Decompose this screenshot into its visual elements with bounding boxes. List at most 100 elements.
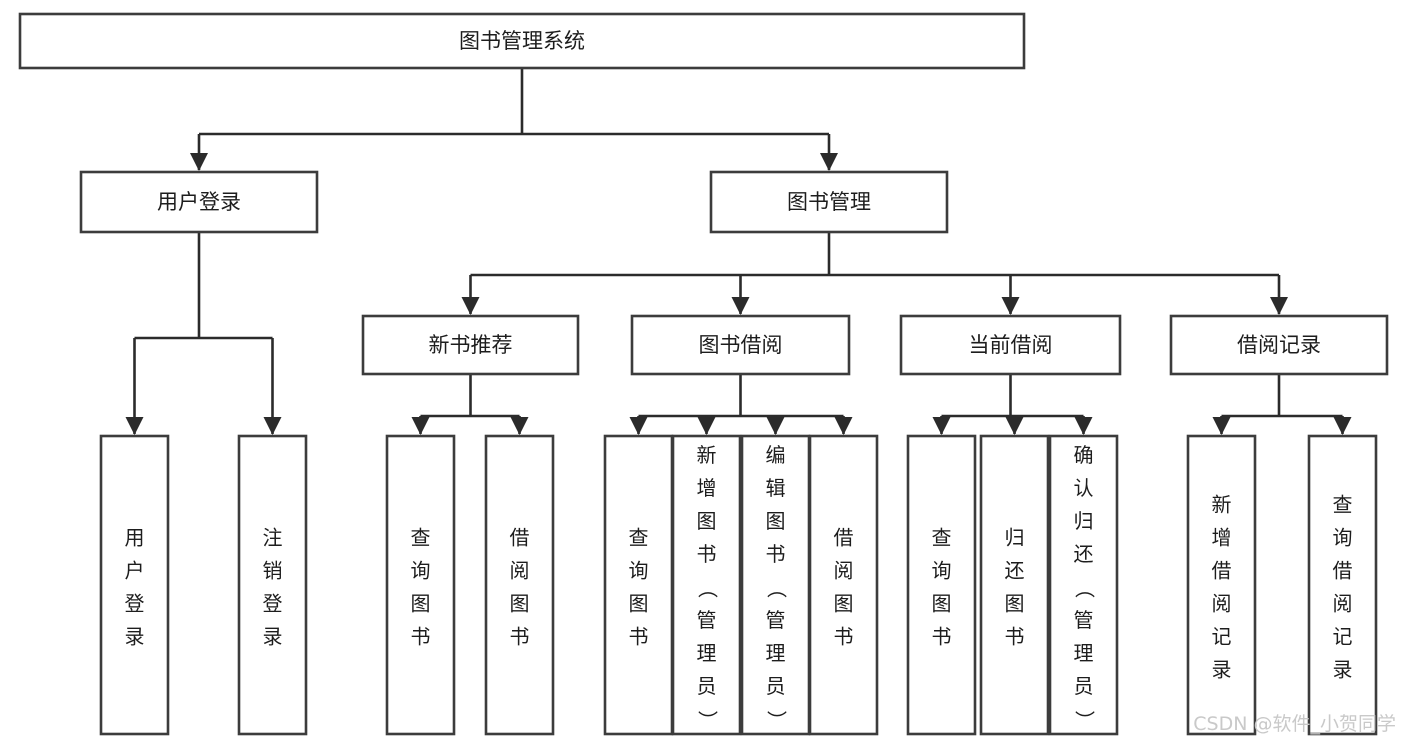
node-label-char: （ bbox=[765, 578, 789, 598]
node-label-char: 借 bbox=[834, 526, 854, 550]
node-label-char: 归 bbox=[1005, 526, 1025, 550]
node-label-char: ） bbox=[696, 710, 720, 730]
node-box-leaf-query-record bbox=[1307, 434, 1378, 736]
node-label-char: 录 bbox=[125, 625, 145, 649]
node-label-char: 理 bbox=[1074, 641, 1094, 665]
node-label-char: 还 bbox=[1005, 559, 1025, 583]
arrow-head-icon bbox=[932, 417, 951, 435]
node-label-char: 新 bbox=[697, 443, 717, 467]
node-label-char: 查 bbox=[932, 526, 952, 550]
node-label-char: 登 bbox=[125, 592, 145, 616]
arrow-head-icon bbox=[190, 153, 208, 171]
node-label-char: 书 bbox=[766, 542, 786, 566]
node-box-leaf-confirm-return bbox=[1048, 434, 1119, 736]
node-label-char: 书 bbox=[510, 625, 530, 649]
arrow-head-icon bbox=[766, 417, 785, 435]
node-label-char: 确 bbox=[1074, 443, 1094, 467]
node-label-current-borrow: 当前借阅 bbox=[969, 333, 1053, 357]
node-label-char: 增 bbox=[697, 476, 717, 500]
node-label-char: 阅 bbox=[1333, 592, 1353, 616]
node-label-char: 员 bbox=[766, 674, 786, 698]
node-box-leaf-return-book bbox=[979, 434, 1050, 736]
arrow-head-icon bbox=[1001, 297, 1020, 315]
arrow-head-icon bbox=[411, 417, 430, 435]
node-label-char: 还 bbox=[1074, 542, 1094, 566]
node-undefined[interactable]: 图书管理系统 bbox=[18, 12, 1026, 70]
node-label-char: 借 bbox=[1212, 559, 1232, 583]
node-label-char: 登 bbox=[263, 592, 283, 616]
node-label-char: 图 bbox=[629, 592, 649, 616]
node-label-char: 询 bbox=[1333, 526, 1353, 550]
node-box-leaf-user-login bbox=[99, 434, 170, 736]
node-label-char: 书 bbox=[932, 625, 952, 649]
node-label-char: 询 bbox=[629, 559, 649, 583]
node-box-leaf-borrow-book-2 bbox=[808, 434, 879, 736]
node-label-borrow-record: 借阅记录 bbox=[1237, 333, 1321, 357]
node-box-leaf-add-book bbox=[671, 434, 742, 736]
node-label-book-management: 图书管理 bbox=[787, 190, 871, 214]
node-label-char: （ bbox=[696, 578, 720, 598]
node-label-book-borrow: 图书借阅 bbox=[699, 333, 783, 357]
arrow-head-icon bbox=[834, 417, 853, 435]
node-label-char: 用 bbox=[125, 526, 145, 550]
node-label-char: 图 bbox=[411, 592, 431, 616]
node-box-book-management bbox=[709, 170, 949, 234]
arrow-head-icon bbox=[1212, 417, 1231, 435]
node-current-borrow[interactable]: 当前借阅 bbox=[899, 314, 1122, 376]
node-box-current-borrow bbox=[899, 314, 1122, 376]
node-label-char: 图 bbox=[932, 592, 952, 616]
node-box-user-login bbox=[79, 170, 319, 234]
node-label-char: 记 bbox=[1212, 625, 1232, 649]
node-label-char: ） bbox=[1073, 710, 1097, 730]
node-user-login[interactable]: 用户登录 bbox=[79, 170, 319, 234]
node-label-char: 录 bbox=[263, 625, 283, 649]
node-label-char: 录 bbox=[1333, 658, 1353, 682]
node-label-char: 员 bbox=[697, 674, 717, 698]
node-box-leaf-borrow-book-1 bbox=[484, 434, 555, 736]
node-label-char: 图 bbox=[1005, 592, 1025, 616]
node-label-char: 图 bbox=[697, 509, 717, 533]
node-label-char: 编 bbox=[766, 443, 786, 467]
node-label-char: 阅 bbox=[1212, 592, 1232, 616]
node-label-char: 查 bbox=[411, 526, 431, 550]
node-label-char: 理 bbox=[697, 641, 717, 665]
node-label-char: 书 bbox=[697, 542, 717, 566]
node-new-book-recommend[interactable]: 新书推荐 bbox=[361, 314, 580, 376]
arrow-head-icon bbox=[1270, 297, 1288, 315]
node-box-leaf-logout bbox=[237, 434, 308, 736]
node-book-management[interactable]: 图书管理 bbox=[709, 170, 949, 234]
node-box-leaf-query-book-1 bbox=[385, 434, 456, 736]
node-box-book-borrow bbox=[630, 314, 851, 376]
node-label-char: 书 bbox=[834, 625, 854, 649]
node-borrow-record[interactable]: 借阅记录 bbox=[1169, 314, 1389, 376]
node-label-char: 员 bbox=[1074, 674, 1094, 698]
node-label-user-login: 用户登录 bbox=[157, 190, 241, 214]
node-leaf-user-login[interactable]: 用户登录 bbox=[99, 434, 170, 736]
node-label-char: 户 bbox=[125, 559, 145, 583]
node-label-char: （ bbox=[1073, 578, 1097, 598]
node-label-char: 图 bbox=[510, 592, 530, 616]
node-label-char: 销 bbox=[263, 559, 283, 583]
node-label-char: 查 bbox=[1333, 493, 1353, 517]
node-label-char: 注 bbox=[263, 526, 283, 550]
arrow-head-icon bbox=[125, 417, 144, 435]
nodes-layer: 图书管理系统用户登录图书管理新书推荐图书借阅当前借阅借阅记录用户登录注销登录查询… bbox=[18, 12, 1389, 736]
node-label-char: 记 bbox=[1333, 625, 1353, 649]
node-label-char: 阅 bbox=[834, 559, 854, 583]
node-label-char: 书 bbox=[411, 625, 431, 649]
node-book-borrow[interactable]: 图书借阅 bbox=[630, 314, 851, 376]
